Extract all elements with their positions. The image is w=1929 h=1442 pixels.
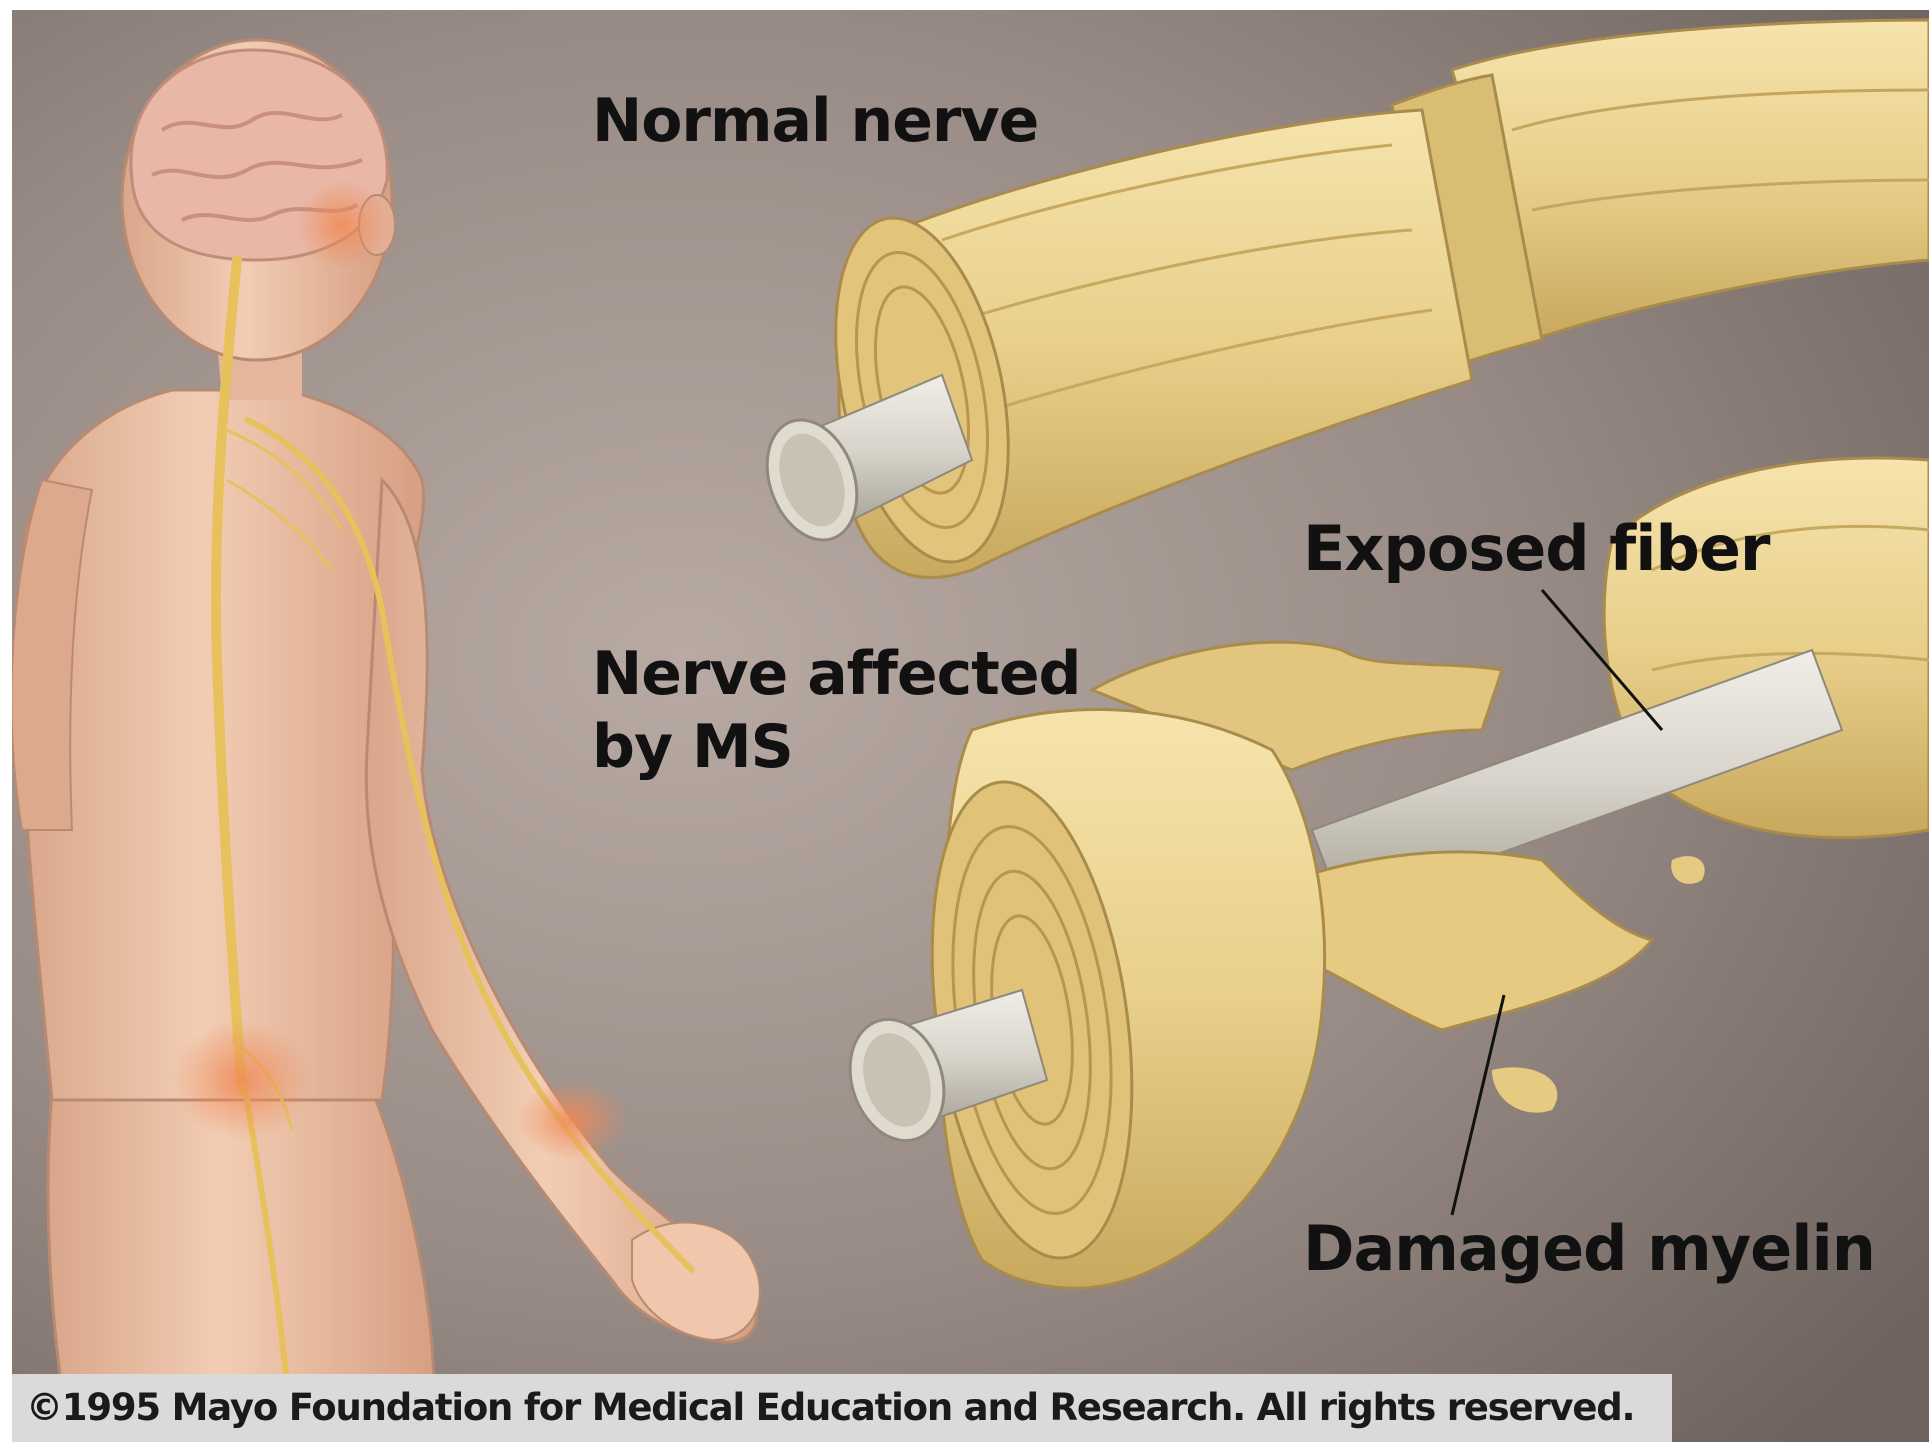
label-damaged-myelin: Damaged myelin (1303, 1215, 1875, 1283)
lower-back-glow (172, 1020, 312, 1140)
wrist-glow (517, 1080, 627, 1160)
label-affected-line-1: Nerve affected (592, 638, 1080, 711)
copyright-notice: ©1995 Mayo Foundation for Medical Educat… (12, 1374, 1672, 1442)
label-affected-line-2: by MS (592, 711, 1080, 784)
label-nerve-affected-by-ms: Nerve affected by MS (592, 638, 1080, 784)
neck-glow (297, 180, 387, 270)
label-exposed-fiber: Exposed fiber (1303, 515, 1769, 583)
illustration-frame: Normal nerve Nerve affected by MS Expose… (12, 10, 1929, 1442)
label-normal-nerve: Normal nerve (592, 88, 1038, 154)
